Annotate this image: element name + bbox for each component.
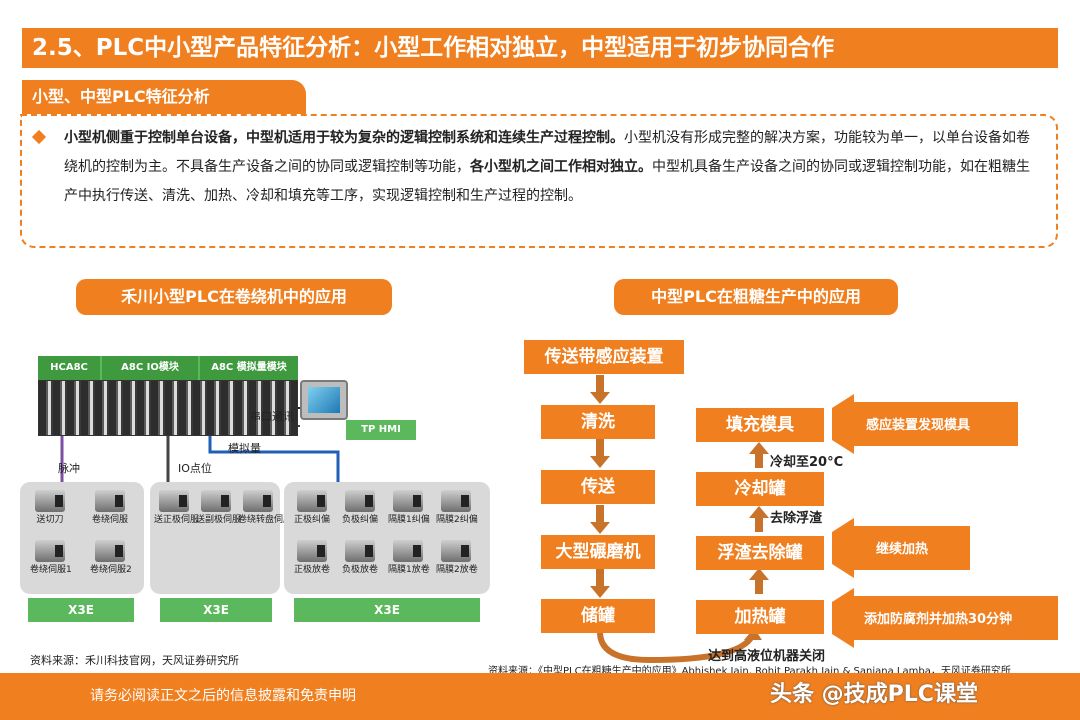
- servo-motor-icon: [297, 490, 327, 512]
- servo-item: 卷绕伺服: [90, 490, 130, 526]
- servo-item: 送切刀: [30, 490, 70, 526]
- intro-bold-2: 各小型机之间工作相对独立。: [470, 159, 652, 175]
- servo-motor-icon: [35, 490, 65, 512]
- right-diagram-title: 中型PLC在粗糖生产中的应用: [614, 279, 898, 315]
- servo-motor-icon: [393, 540, 423, 562]
- flow-step-transport: 传送: [541, 470, 655, 504]
- module-hca8c: HCA8C: [38, 356, 100, 380]
- wire-label-io: IO点位: [178, 462, 212, 475]
- servo-motor-icon: [345, 540, 375, 562]
- flow-step-conveyor-sensor: 传送带感应装置: [524, 340, 684, 374]
- servo-motor-icon: [243, 490, 273, 512]
- servo-motor-icon: [345, 490, 375, 512]
- flow-step-heating-tank: 加热罐: [696, 600, 824, 634]
- label-cool-to-20c: 冷却至20°C: [770, 455, 844, 470]
- servo-item: 隔膜1纠偏: [388, 490, 430, 526]
- footer-bar: [0, 673, 1080, 720]
- servo-item: 正极放卷: [292, 540, 332, 576]
- right-source-note: 资料来源：《中型PLC在粗糖生产中的应用》Abhishek Jain, Rohi…: [488, 666, 1011, 677]
- page-title: 2.5、PLC中小型产品特征分析：小型工作相对独立，中型适用于初步协同合作: [22, 28, 1058, 68]
- servo-panel-3: 正极纠偏 负极纠偏 隔膜1纠偏 隔膜2纠偏 正极放卷 负极放卷 隔膜1放卷 隔膜…: [284, 482, 490, 594]
- servo-motor-icon: [441, 490, 471, 512]
- wire-label-serial: 串口通讯: [250, 410, 294, 423]
- label-high-level-stop: 达到高液位机器关闭: [708, 649, 826, 664]
- intro-bold-1: 小型机侧重于控制单台设备，中型机适用于较为复杂的逻辑控制系统和连续生产过程控制。: [64, 130, 624, 146]
- intro-box: 小型机侧重于控制单台设备，中型机适用于较为复杂的逻辑控制系统和连续生产过程控制。…: [20, 114, 1058, 248]
- servo-motor-icon: [393, 490, 423, 512]
- servo-item: 正极纠偏: [292, 490, 332, 526]
- servo-motor-icon: [441, 540, 471, 562]
- footer-watermark: 头条 @技成PLC课堂: [770, 682, 978, 707]
- servo-motor-icon: [95, 490, 125, 512]
- servo-item: 送副极伺服: [196, 490, 241, 526]
- servo-item: 送正极伺服: [154, 490, 199, 526]
- servo-panel-1: 送切刀 卷绕伺服 卷绕伺服1 卷绕伺服2: [20, 482, 144, 594]
- servo-motor-icon: [201, 490, 231, 512]
- servo-motor-icon: [95, 540, 125, 562]
- section-tab: 小型、中型PLC特征分析: [22, 80, 306, 114]
- servo-item: 负极纠偏: [340, 490, 380, 526]
- servo-item: 卷绕伺服2: [90, 540, 132, 576]
- servo-item: 卷绕转盘伺服: [238, 490, 292, 526]
- servo-motor-icon: [297, 540, 327, 562]
- flow-step-fill-mold: 填充模具: [696, 408, 824, 442]
- module-analog: A8C 模拟量模块: [200, 356, 298, 380]
- hmi-label: TP HMI: [346, 420, 416, 440]
- servo-item: 卷绕伺服1: [30, 540, 72, 576]
- servo-item: 隔膜2放卷: [436, 540, 478, 576]
- flow-step-storage: 储罐: [541, 599, 655, 633]
- input-sensor-detects-mold: 感应装置发现模具: [866, 418, 971, 433]
- left-diagram-title: 禾川小型PLC在卷绕机中的应用: [76, 279, 392, 315]
- input-add-preservative: 添加防腐剂并加热30分钟: [864, 612, 1013, 627]
- footer-disclaimer: 请务必阅读正文之后的信息披露和免责申明: [90, 688, 356, 704]
- flow-step-wash: 清洗: [541, 405, 655, 439]
- servo-item: 隔膜2纠偏: [436, 490, 478, 526]
- wire-label-analog: 模拟量: [228, 442, 261, 455]
- label-remove-scum: 去除浮渣: [770, 511, 823, 526]
- servo-panel-2: 送正极伺服 送副极伺服 卷绕转盘伺服: [150, 482, 292, 594]
- flow-step-mill: 大型碾磨机: [541, 535, 655, 569]
- left-source-note: 资料来源：禾川科技官网，天风证券研究所: [30, 654, 239, 667]
- plc-hardware-image: [38, 380, 298, 436]
- x3e-label-1: X3E: [28, 598, 134, 622]
- hmi-panel-image: [300, 380, 348, 420]
- input-continue-heating: 继续加热: [876, 542, 929, 557]
- x3e-label-3: X3E: [294, 598, 480, 622]
- servo-motor-icon: [159, 490, 189, 512]
- servo-item: 隔膜1放卷: [388, 540, 430, 576]
- wire-label-pulse: 脉冲: [58, 462, 80, 475]
- servo-item: 负极放卷: [340, 540, 380, 576]
- module-io: A8C IO模块: [102, 356, 198, 380]
- flow-step-cooling-tank: 冷却罐: [696, 472, 824, 506]
- plc-module-bar: HCA8C A8C IO模块 A8C 模拟量模块: [38, 356, 298, 380]
- servo-motor-icon: [35, 540, 65, 562]
- intro-text-1: 小型机没有形成完整的解决方案，功能较为单一，以单台设备如卷绕机的控制为主。不具备…: [64, 130, 1030, 175]
- intro-text-2: 中型机具备生产设备之间的协同或逻辑控制功能，如在粗糖生产中执行传送、清洗、加热、…: [64, 159, 1030, 204]
- x3e-label-2: X3E: [160, 598, 272, 622]
- flow-step-scum-removal: 浮渣去除罐: [696, 536, 824, 570]
